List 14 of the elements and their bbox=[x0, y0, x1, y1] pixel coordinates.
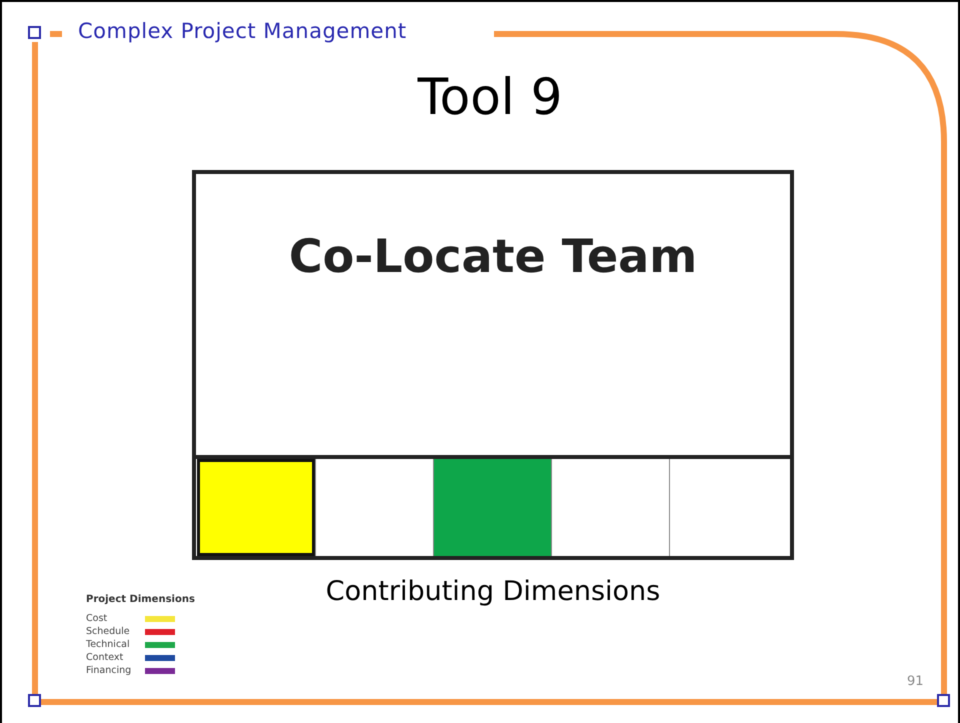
dimension-cell bbox=[433, 459, 551, 556]
header-text: Complex Project Management bbox=[78, 19, 407, 43]
legend-label: Financing bbox=[86, 665, 132, 676]
legend-title: Project Dimensions bbox=[86, 594, 195, 605]
slide-title: Tool 9 bbox=[416, 68, 564, 126]
caption: Contributing Dimensions bbox=[324, 576, 662, 607]
legend-label: Technical bbox=[86, 639, 130, 650]
card-heading: Co-Locate Team bbox=[288, 229, 698, 283]
card-box bbox=[192, 170, 794, 560]
page-number: 91 bbox=[907, 674, 924, 689]
legend-label: Context bbox=[86, 652, 124, 663]
legend-label: Cost bbox=[86, 613, 108, 624]
legend-label: Schedule bbox=[86, 626, 130, 637]
dimension-cell bbox=[197, 459, 315, 556]
